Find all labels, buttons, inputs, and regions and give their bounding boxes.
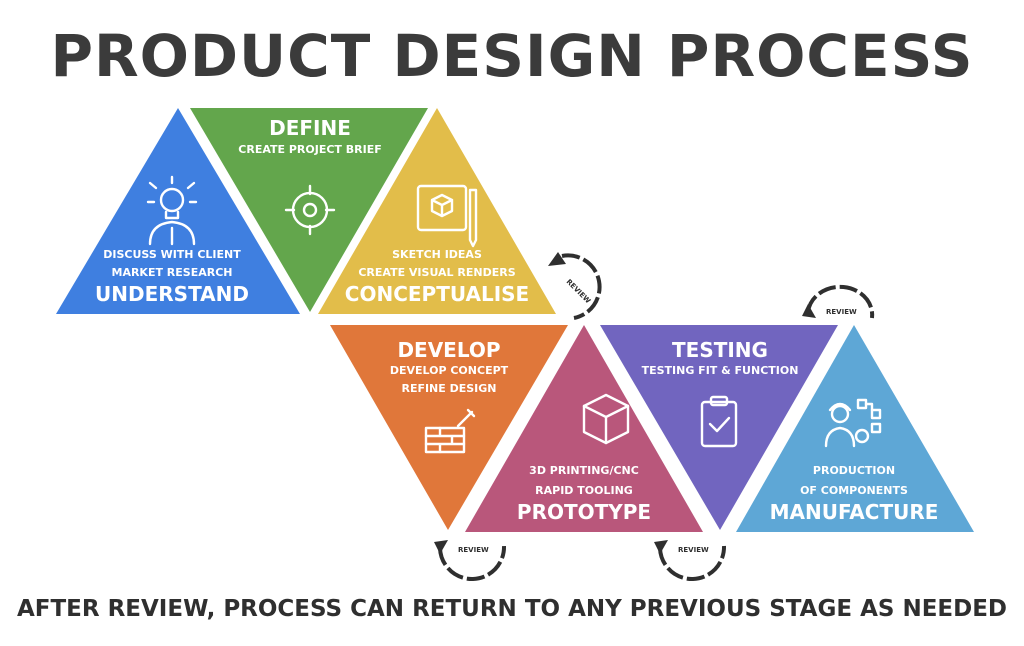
prototype-name: PROTOTYPE [517,500,651,524]
footer-note: AFTER REVIEW, PROCESS CAN RETURN TO ANY … [16,596,1008,622]
prototype-line-2: RAPID TOOLING [535,484,633,497]
review-loop-1[interactable]: REVIEW [548,252,602,320]
manufacture-line-1: PRODUCTION [813,464,895,477]
review-label-4: REVIEW [826,308,857,316]
define-line-1: CREATE PROJECT BRIEF [238,143,381,156]
define-triangle[interactable] [190,108,428,312]
review-loop-4[interactable]: REVIEW [802,284,875,319]
manufacture-triangle[interactable] [736,325,974,532]
target-icon [284,184,336,236]
conceptualise-name: CONCEPTUALISE [345,282,529,306]
conceptualise-line-1: SKETCH IDEAS [392,248,482,261]
engineer-gears-icon [824,398,882,448]
develop-line-2: REFINE DESIGN [401,382,496,395]
understand-name: UNDERSTAND [95,282,249,306]
review-loop-2[interactable]: REVIEW [434,540,507,581]
review-loop-3[interactable]: REVIEW [654,540,727,581]
lightbulb-person-icon [146,175,198,246]
conceptualise-line-2: CREATE VISUAL RENDERS [358,266,515,279]
understand-line-2: MARKET RESEARCH [112,266,233,279]
understand-line-1: DISCUSS WITH CLIENT [103,248,241,261]
review-arrow-2-icon [434,540,448,554]
review-label-2: REVIEW [458,546,489,554]
manufacture-name: MANUFACTURE [770,500,939,524]
review-arrow-4-icon [802,304,816,318]
clipboard-check-icon [700,395,738,448]
develop-line-1: DEVELOP CONCEPT [390,364,509,377]
cube-icon [582,393,630,445]
review-arrow-3-icon [654,540,668,554]
conceptualise-triangle[interactable] [318,108,556,314]
blueprint-icon [416,184,478,248]
review-arrow-1-icon [548,252,566,266]
manufacture-line-2: OF COMPONENTS [800,484,908,497]
testing-line-1: TESTING FIT & FUNCTION [642,364,799,377]
review-label-1: REVIEW [565,278,593,306]
review-label-3: REVIEW [678,546,709,554]
page-title: PRODUCT DESIGN PROCESS [50,22,974,90]
prototype-line-1: 3D PRINTING/CNC [529,464,639,477]
testing-name: TESTING [672,338,768,362]
bricks-trowel-icon [424,408,476,454]
develop-name: DEVELOP [397,338,500,362]
define-name: DEFINE [269,116,351,140]
